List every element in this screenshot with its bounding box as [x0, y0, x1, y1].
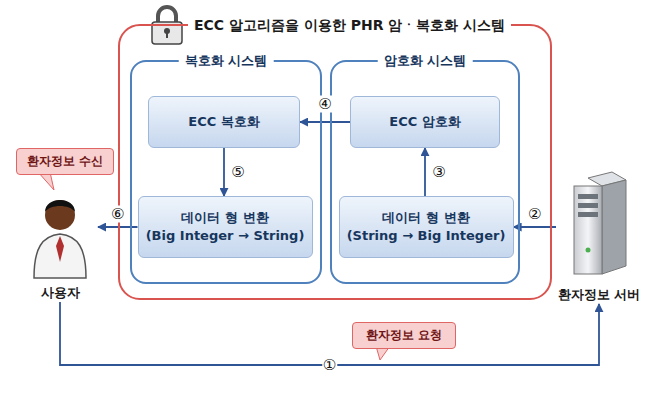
callout-text: 환자정보 요청 — [366, 327, 442, 344]
box-label: ECC 복호화 — [188, 113, 260, 131]
step-number: ③ — [431, 164, 446, 181]
server-icon — [574, 172, 626, 274]
server-actor: 환자정보 서버 — [556, 166, 642, 304]
process-box: 데이터 형 변환 (Big Integer → String) — [138, 196, 313, 258]
callout-box: 환자정보 수신 — [16, 148, 114, 175]
flow-arrow — [223, 148, 225, 196]
process-box: 데이터 형 변환 (String → Big Integer) — [339, 196, 514, 258]
callout-text: 환자정보 수신 — [27, 153, 103, 170]
node-label: ECC 알고리즘을 이용한 PHR 암ㆍ복호화 시스템 — [188, 15, 511, 35]
step-number: ① — [322, 357, 337, 374]
step-number: ⑤ — [230, 164, 245, 181]
subsystem-box: 복호화 시스템ECC 복호화데이터 형 변환 (Big Integer → St… — [130, 60, 322, 284]
step-number: ⑥ — [110, 206, 125, 223]
callout-tail — [38, 172, 54, 190]
flow-arrow — [300, 121, 350, 123]
step-number: ④ — [317, 96, 332, 113]
node-label: 복호화 시스템 — [179, 52, 274, 70]
box-label: 데이터 형 변환 (Big Integer → String) — [146, 209, 305, 244]
subsystem-box: 암호화 시스템ECC 암호화데이터 형 변환 (String → Big Int… — [330, 60, 520, 284]
node-label: 암호화 시스템 — [378, 52, 473, 70]
step-number: ② — [527, 206, 542, 223]
user-figure — [34, 200, 86, 278]
box-label: 데이터 형 변환 (String → Big Integer) — [347, 209, 506, 244]
process-box: ECC 복호화 — [148, 96, 300, 148]
node-label: 사용자 — [12, 284, 108, 302]
process-box: ECC 암호화 — [350, 96, 500, 148]
node-label: 환자정보 서버 — [546, 286, 646, 304]
callout-box: 환자정보 요청 — [352, 322, 456, 349]
flow-arrow — [424, 148, 426, 196]
box-label: ECC 암호화 — [389, 113, 461, 131]
system-boundary: ECC 알고리즘을 이용한 PHR 암ㆍ복호화 시스템복호화 시스템ECC 복호… — [118, 24, 552, 300]
user-actor: 사용자 — [22, 192, 98, 302]
